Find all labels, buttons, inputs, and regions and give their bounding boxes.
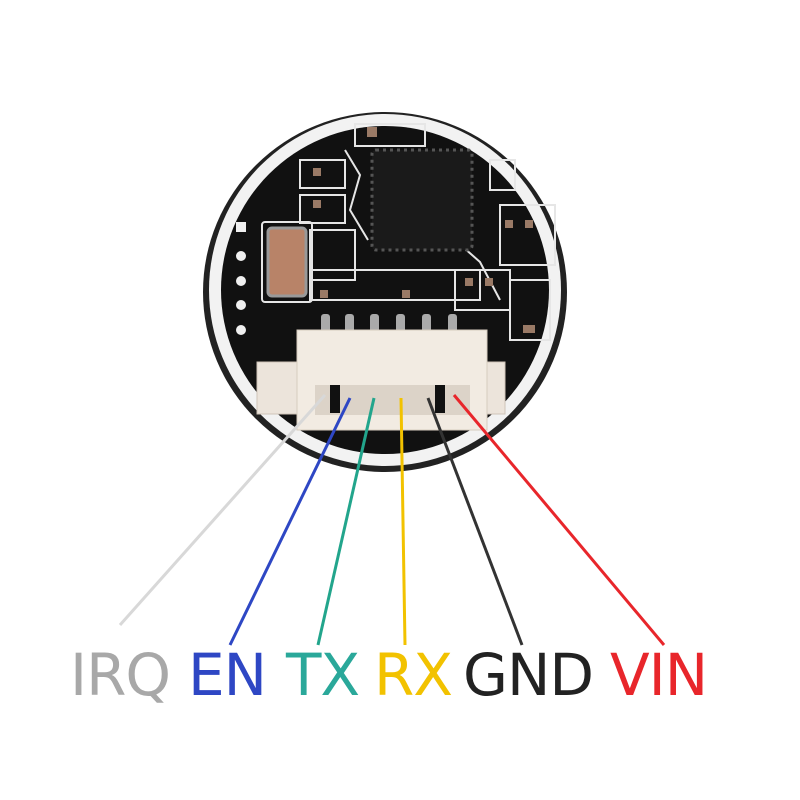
pin-label-vin: VIN <box>610 641 708 709</box>
wire-rx <box>399 397 407 646</box>
pin-label-tx: TX <box>286 641 360 709</box>
pin-label-irq: IRQ <box>70 641 171 709</box>
pin-label-rx: RX <box>374 641 453 709</box>
capacitor <box>266 226 308 298</box>
wire-vin <box>452 394 666 646</box>
wire-gnd <box>426 397 524 646</box>
smd-components <box>313 127 535 333</box>
silkscreen <box>261 123 556 341</box>
wire-en <box>228 397 352 646</box>
wires <box>118 394 666 646</box>
pin-label-gnd: GND <box>463 641 594 709</box>
test-pads <box>236 222 246 335</box>
wire-irq <box>118 394 327 626</box>
wire-tx <box>316 397 376 646</box>
microcontroller-chip <box>370 148 474 252</box>
pin-label-en: EN <box>188 641 267 709</box>
